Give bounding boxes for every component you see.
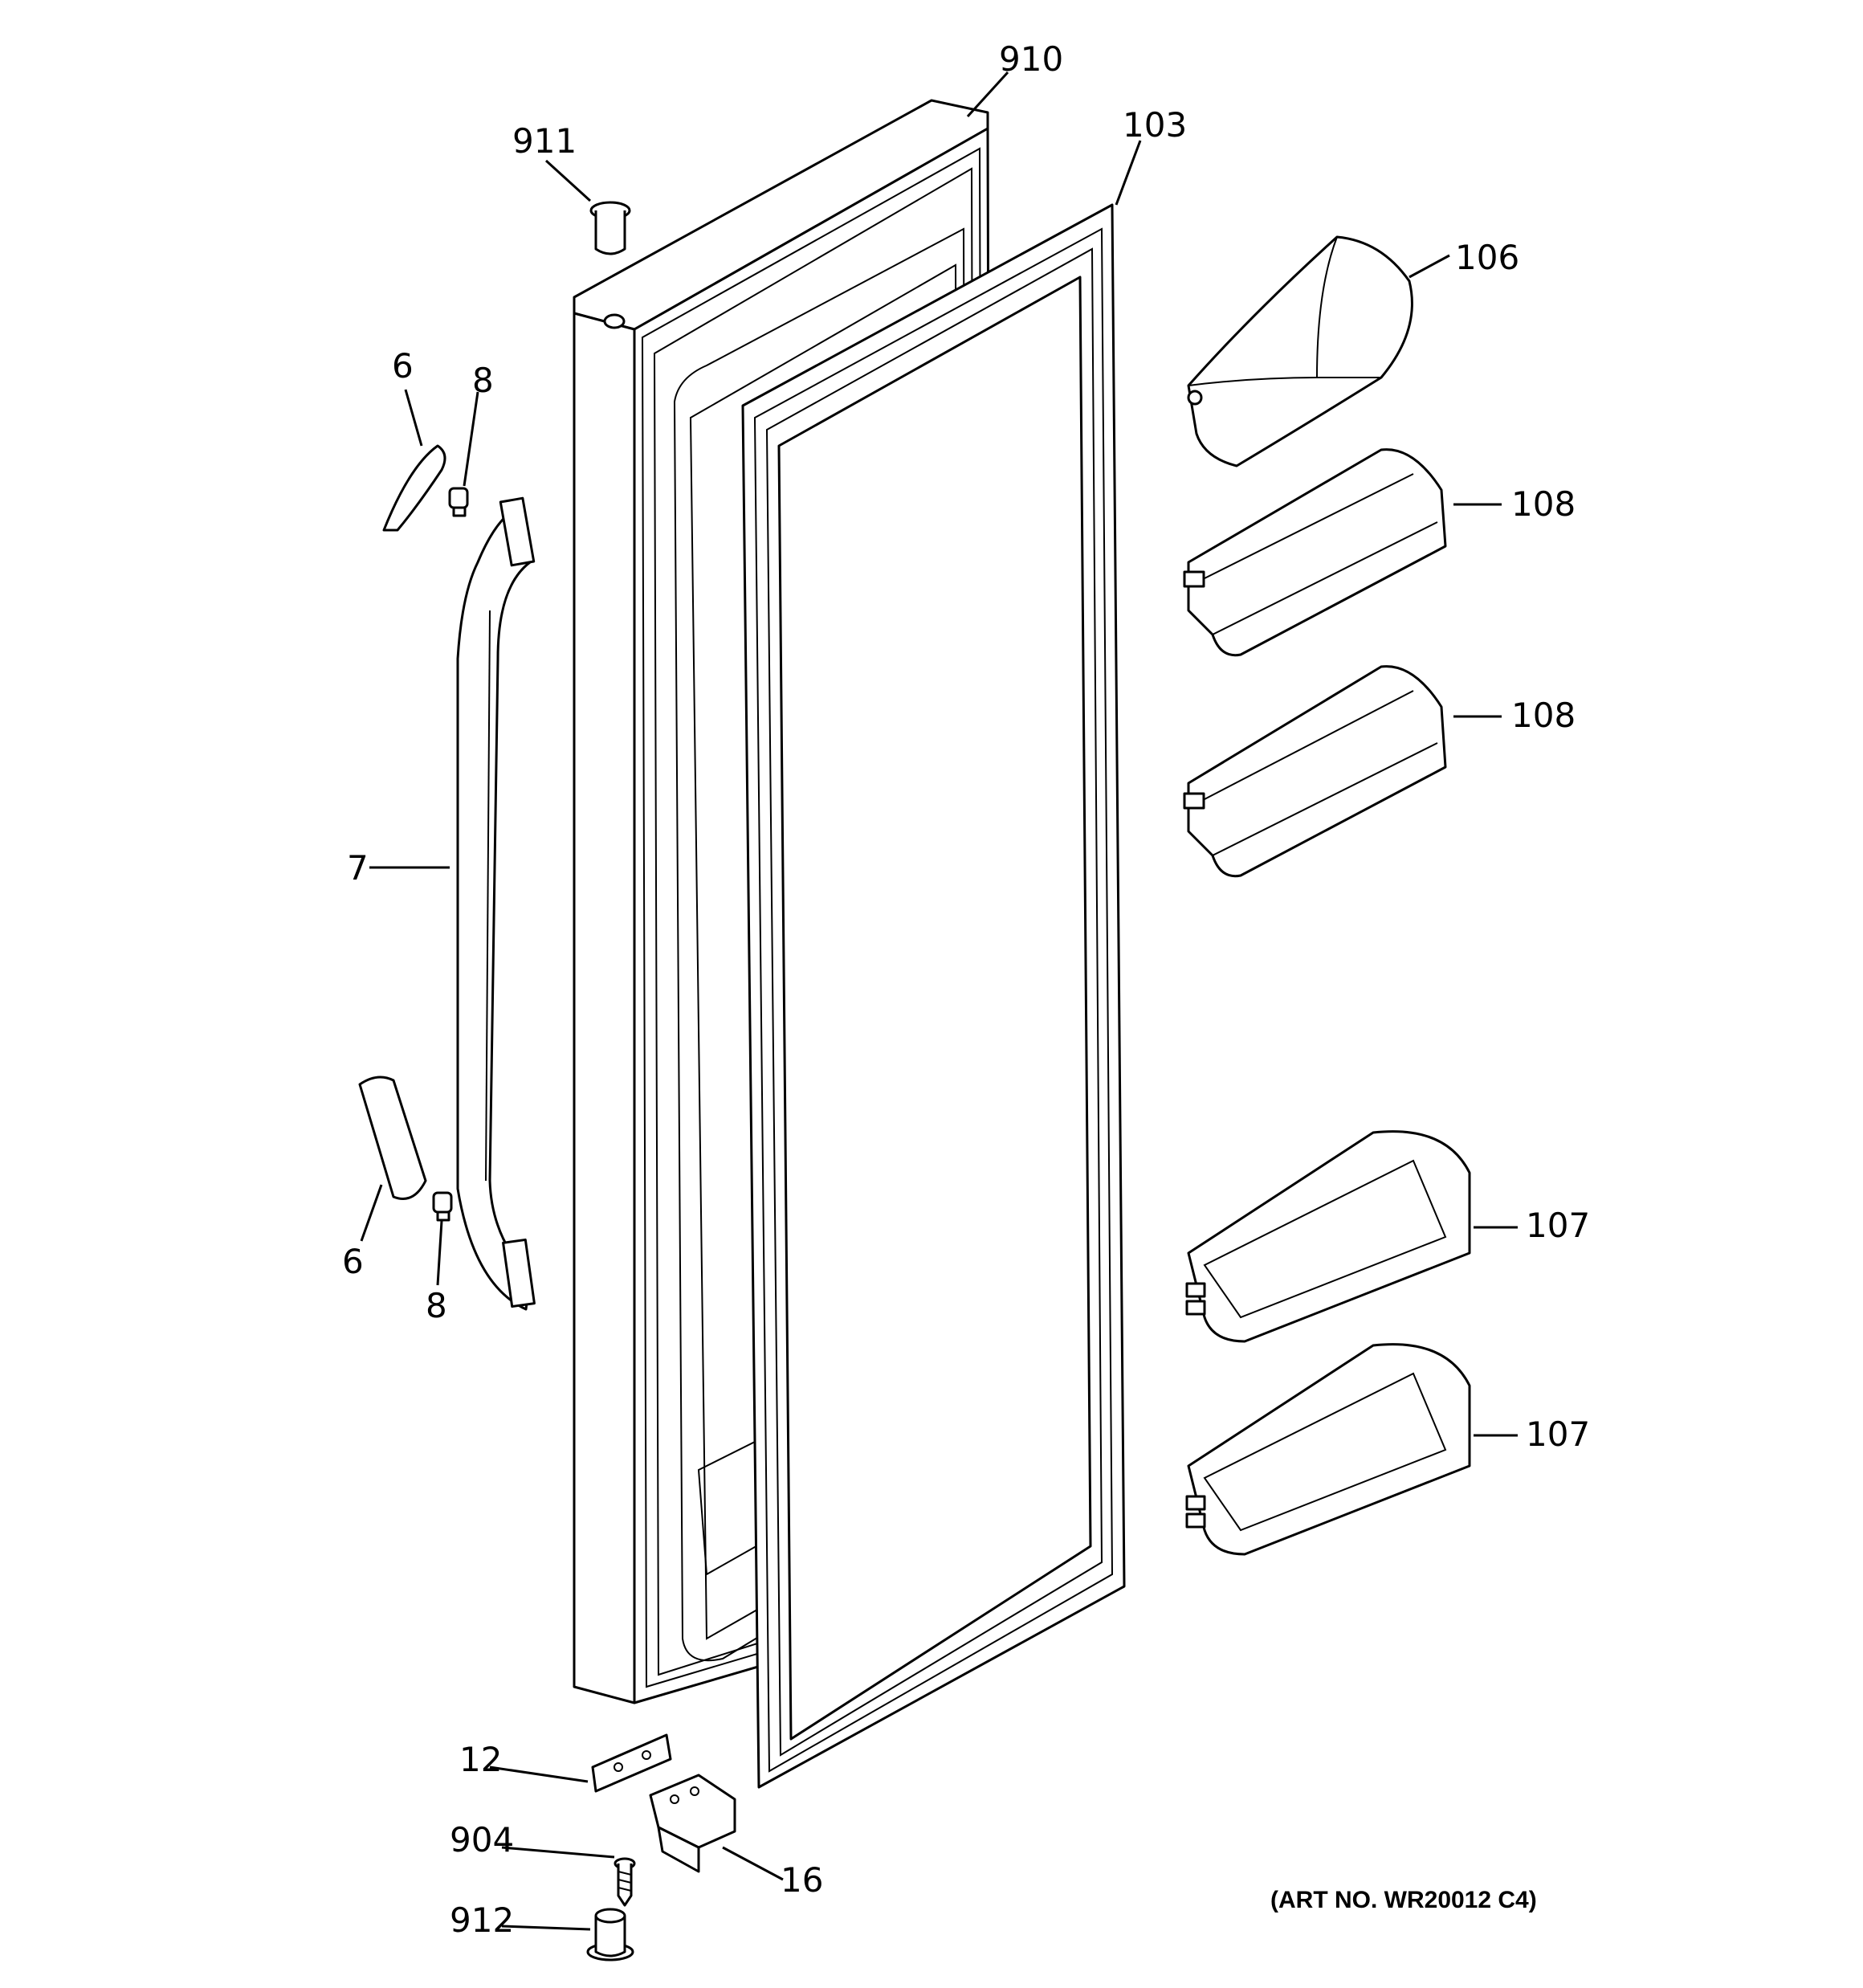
callout-6-lower: 6 bbox=[342, 1242, 364, 1281]
handle-cap-upper bbox=[382, 444, 446, 532]
callout-911: 911 bbox=[512, 121, 577, 161]
door-bin-107-upper bbox=[1185, 1130, 1471, 1343]
screw-904 bbox=[614, 1857, 636, 1907]
callout-8-lower: 8 bbox=[426, 1286, 447, 1325]
dairy-compartment bbox=[1187, 235, 1413, 467]
bushing-911 bbox=[589, 201, 631, 255]
door-bin-108-lower bbox=[1183, 665, 1447, 878]
callout-16: 16 bbox=[781, 1860, 823, 1900]
callout-8-upper: 8 bbox=[472, 361, 494, 400]
callout-103: 103 bbox=[1123, 105, 1187, 145]
hinge-bracket-16 bbox=[649, 1774, 736, 1873]
door-handle bbox=[456, 496, 536, 1311]
callout-108-lower: 108 bbox=[1511, 696, 1576, 735]
leader-lines bbox=[360, 71, 1518, 1931]
callout-106: 106 bbox=[1455, 238, 1519, 277]
door-bin-108-upper bbox=[1183, 448, 1447, 657]
door-gasket bbox=[741, 203, 1126, 1789]
screw-8-upper bbox=[448, 487, 469, 517]
callout-107-lower: 107 bbox=[1526, 1414, 1590, 1454]
handle-cap-lower bbox=[358, 1076, 427, 1200]
art-number: (ART NO. WR20012 C4) bbox=[1270, 1887, 1537, 1913]
callout-7: 7 bbox=[347, 848, 369, 888]
bushing-912 bbox=[586, 1908, 634, 1961]
hinge-plate-12 bbox=[591, 1733, 672, 1793]
callout-12: 12 bbox=[459, 1740, 502, 1779]
callout-108-upper: 108 bbox=[1511, 484, 1576, 524]
screw-8-lower bbox=[432, 1191, 453, 1222]
callout-910: 910 bbox=[999, 39, 1063, 79]
door-bin-107-lower bbox=[1185, 1343, 1471, 1556]
callout-904: 904 bbox=[450, 1820, 514, 1859]
callout-912: 912 bbox=[450, 1900, 514, 1940]
callout-107-upper: 107 bbox=[1526, 1206, 1590, 1245]
callout-6-upper: 6 bbox=[392, 346, 414, 386]
